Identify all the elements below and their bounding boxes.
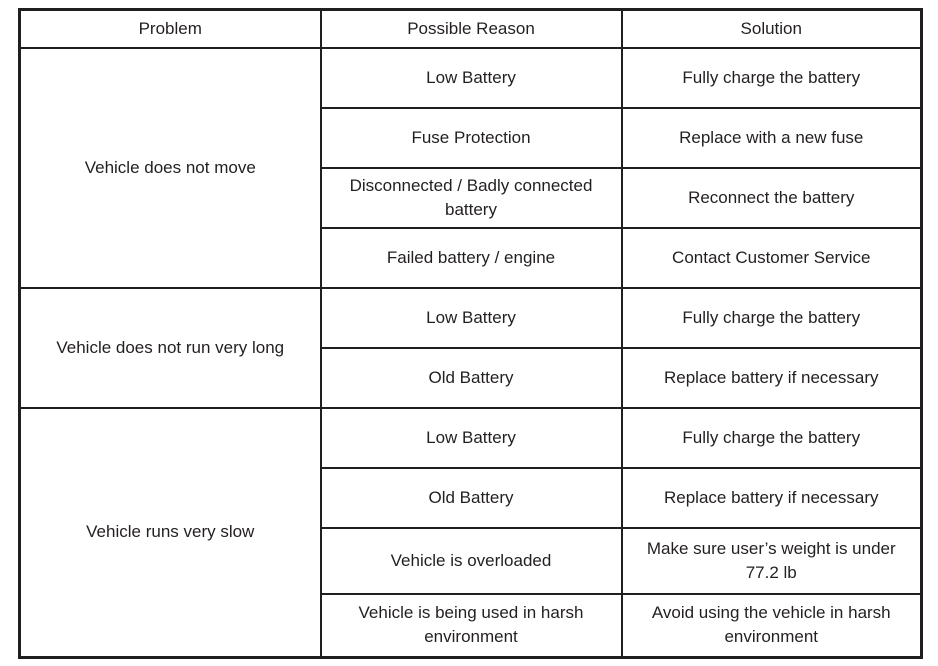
reason-cell: Vehicle is being used in harsh environme… <box>319 592 623 659</box>
solution-cell: Replace battery if necessary <box>620 346 923 409</box>
reason-cell: Fuse Protection <box>319 106 623 169</box>
table-row: Disconnected / Badly connected battery R… <box>20 166 923 229</box>
table-row: Vehicle runs very slow Low Battery Fully… <box>18 406 923 659</box>
reason-cell: Low Battery <box>319 286 623 349</box>
table-header-row: Problem Possible Reason Solution <box>18 8 923 49</box>
reason-cell: Failed battery / engine <box>319 226 623 289</box>
solution-cell: Replace with a new fuse <box>620 106 923 169</box>
reason-cell: Disconnected / Badly connected battery <box>319 166 623 229</box>
table-row: Vehicle is being used in harsh environme… <box>20 592 923 659</box>
table-row: Old Battery Replace battery if necessary <box>20 346 923 409</box>
problem-cell-runs-very-slow: Vehicle runs very slow <box>18 406 322 659</box>
solution-cell: Replace battery if necessary <box>620 466 923 529</box>
table-row: Vehicle is overloaded Make sure user’s w… <box>20 526 923 595</box>
solution-cell: Contact Customer Service <box>620 226 923 289</box>
table-row: Old Battery Replace battery if necessary <box>20 466 923 529</box>
problem-cell-does-not-move: Vehicle does not move <box>18 46 322 289</box>
reason-cell: Vehicle is overloaded <box>319 526 623 595</box>
column-header-possible-reason: Possible Reason <box>319 8 623 49</box>
column-header-solution: Solution <box>620 8 923 49</box>
table-row: Vehicle does not move Low Battery Fully … <box>18 46 923 289</box>
solution-cell: Fully charge the battery <box>620 286 923 349</box>
table-row: Failed battery / engine Contact Customer… <box>20 226 923 289</box>
solution-cell: Avoid using the vehicle in harsh environ… <box>620 592 923 659</box>
reason-cell: Low Battery <box>319 46 623 109</box>
table-row: Vehicle does not run very long Low Batte… <box>18 286 923 409</box>
solution-cell: Reconnect the battery <box>620 166 923 229</box>
problem-cell-does-not-run-long: Vehicle does not run very long <box>18 286 322 409</box>
solution-cell: Fully charge the battery <box>620 406 923 469</box>
reason-cell: Old Battery <box>319 466 623 529</box>
reason-cell: Low Battery <box>319 406 623 469</box>
column-header-problem: Problem <box>18 8 322 49</box>
table-row: Fuse Protection Replace with a new fuse <box>20 106 923 169</box>
solution-cell: Fully charge the battery <box>620 46 923 109</box>
troubleshooting-table: Problem Possible Reason Solution Vehicle… <box>18 8 923 659</box>
reason-cell: Old Battery <box>319 346 623 409</box>
solution-cell: Make sure user’s weight is under 77.2 lb <box>620 526 923 595</box>
